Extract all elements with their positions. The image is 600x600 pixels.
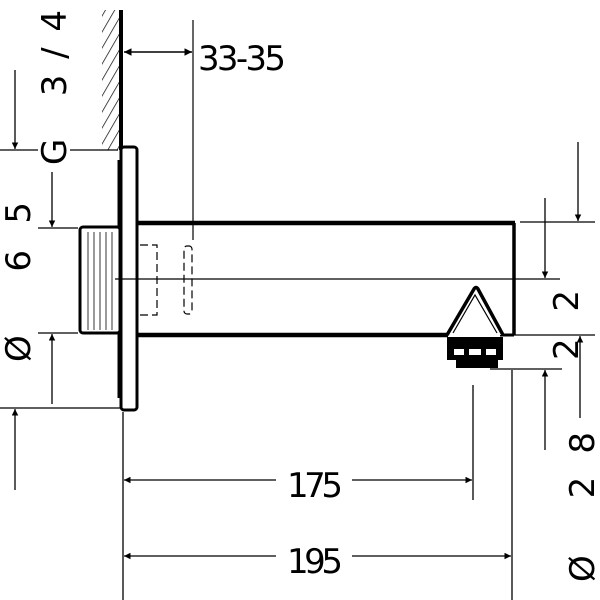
flange-diameter-dimension xyxy=(38,172,78,404)
projection-175-label: 175 xyxy=(287,466,343,506)
thread-dimension xyxy=(0,70,120,490)
height-offset-label: 22 xyxy=(547,290,587,360)
hidden-fitting xyxy=(140,244,193,316)
projection-dimensions xyxy=(122,370,513,600)
flange-diameter-label: Ø 65 xyxy=(0,202,39,362)
thread-connector xyxy=(78,225,122,335)
wall-depth-label: 33-35 xyxy=(198,39,286,79)
projection-195-label: 195 xyxy=(287,542,343,582)
thread-label: G 3/4 xyxy=(35,10,75,165)
outlet-diameter-label: Ø 28 xyxy=(563,432,600,582)
height-dimension xyxy=(490,142,595,450)
wall-depth-dimension: 33-35 xyxy=(124,20,286,240)
aerator xyxy=(445,285,505,368)
wall xyxy=(102,10,123,150)
